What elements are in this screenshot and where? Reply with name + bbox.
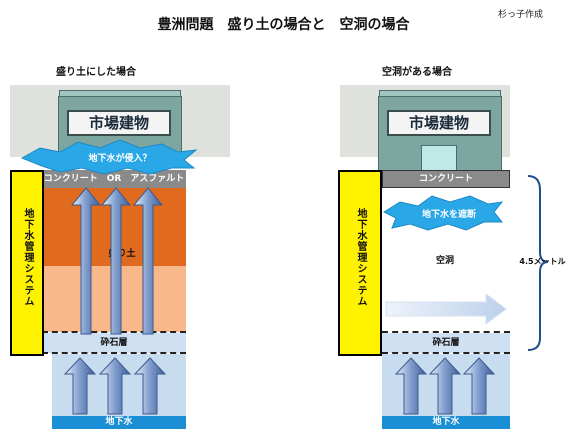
left-groundwater-management-system: 地下水管理システム — [10, 170, 44, 356]
right-heading: 空洞がある場合 — [382, 67, 452, 78]
left-gw-arrow-1 — [63, 357, 97, 415]
right-building-sign: 市場建物 — [387, 110, 491, 136]
right-groundwater-management-system: 地下水管理システム — [338, 170, 382, 356]
left-building-roof — [59, 90, 181, 97]
left-heading: 盛り土にした場合 — [56, 67, 136, 78]
right-groundwater-arrows — [394, 357, 496, 415]
right-burst-label: 地下水を遮断 — [421, 210, 476, 220]
left-groundwater-label: 地下水 — [105, 417, 133, 427]
left-arrow-2 — [100, 187, 132, 335]
left-arrow-1 — [70, 187, 102, 335]
left-building-sign: 市場建物 — [67, 110, 171, 136]
left-system-label: 地下水管理システム — [22, 208, 33, 307]
right-burst-shape — [382, 195, 504, 231]
right-gravel-label: 砕石層 — [432, 338, 460, 348]
left-gw-arrow-3 — [133, 357, 167, 415]
page-title: 豊洲問題 盛り土の場合と 空洞の場合 — [157, 17, 410, 33]
right-gravel-top-line — [382, 331, 510, 333]
right-system-label: 地下水管理システム — [355, 208, 366, 307]
right-concrete-layer: コンクリート — [382, 170, 510, 188]
left-arrow-3 — [132, 187, 164, 335]
right-groundwater-label: 地下水 — [432, 417, 460, 427]
left-gravel-label: 砕石層 — [100, 338, 128, 348]
left-gravel-bottom-line — [42, 352, 186, 354]
right-gw-arrow-1 — [394, 357, 428, 415]
left-upward-arrows — [70, 187, 164, 335]
left-burst-label: 地下水が侵入？ — [88, 154, 152, 164]
left-groundwater-arrows — [63, 357, 167, 415]
right-cavity-label: 空洞 — [435, 256, 454, 266]
right-gw-arrow-3 — [462, 357, 496, 415]
right-horizontal-arrow — [385, 293, 507, 325]
right-gw-arrow-2 — [428, 357, 462, 415]
height-label: 4.5メートル — [519, 257, 566, 266]
left-gw-arrow-2 — [98, 357, 132, 415]
right-building-door — [421, 145, 457, 171]
left-gravel-layer: 砕石層 — [42, 333, 186, 353]
right-building-roof — [379, 90, 501, 97]
right-gravel-layer: 砕石層 — [382, 333, 510, 353]
right-gravel-bottom-line — [382, 352, 510, 354]
right-concrete-label: コンクリート — [418, 174, 473, 184]
right-groundwater-bar: 地下水 — [382, 416, 510, 429]
left-groundwater-bar: 地下水 — [52, 416, 186, 429]
height-bracket — [527, 175, 549, 351]
left-concrete-label: コンクリート OR アスファルト — [43, 174, 185, 184]
left-burst-shape — [20, 139, 198, 175]
author-credit: 杉っ子作成 — [497, 10, 543, 20]
